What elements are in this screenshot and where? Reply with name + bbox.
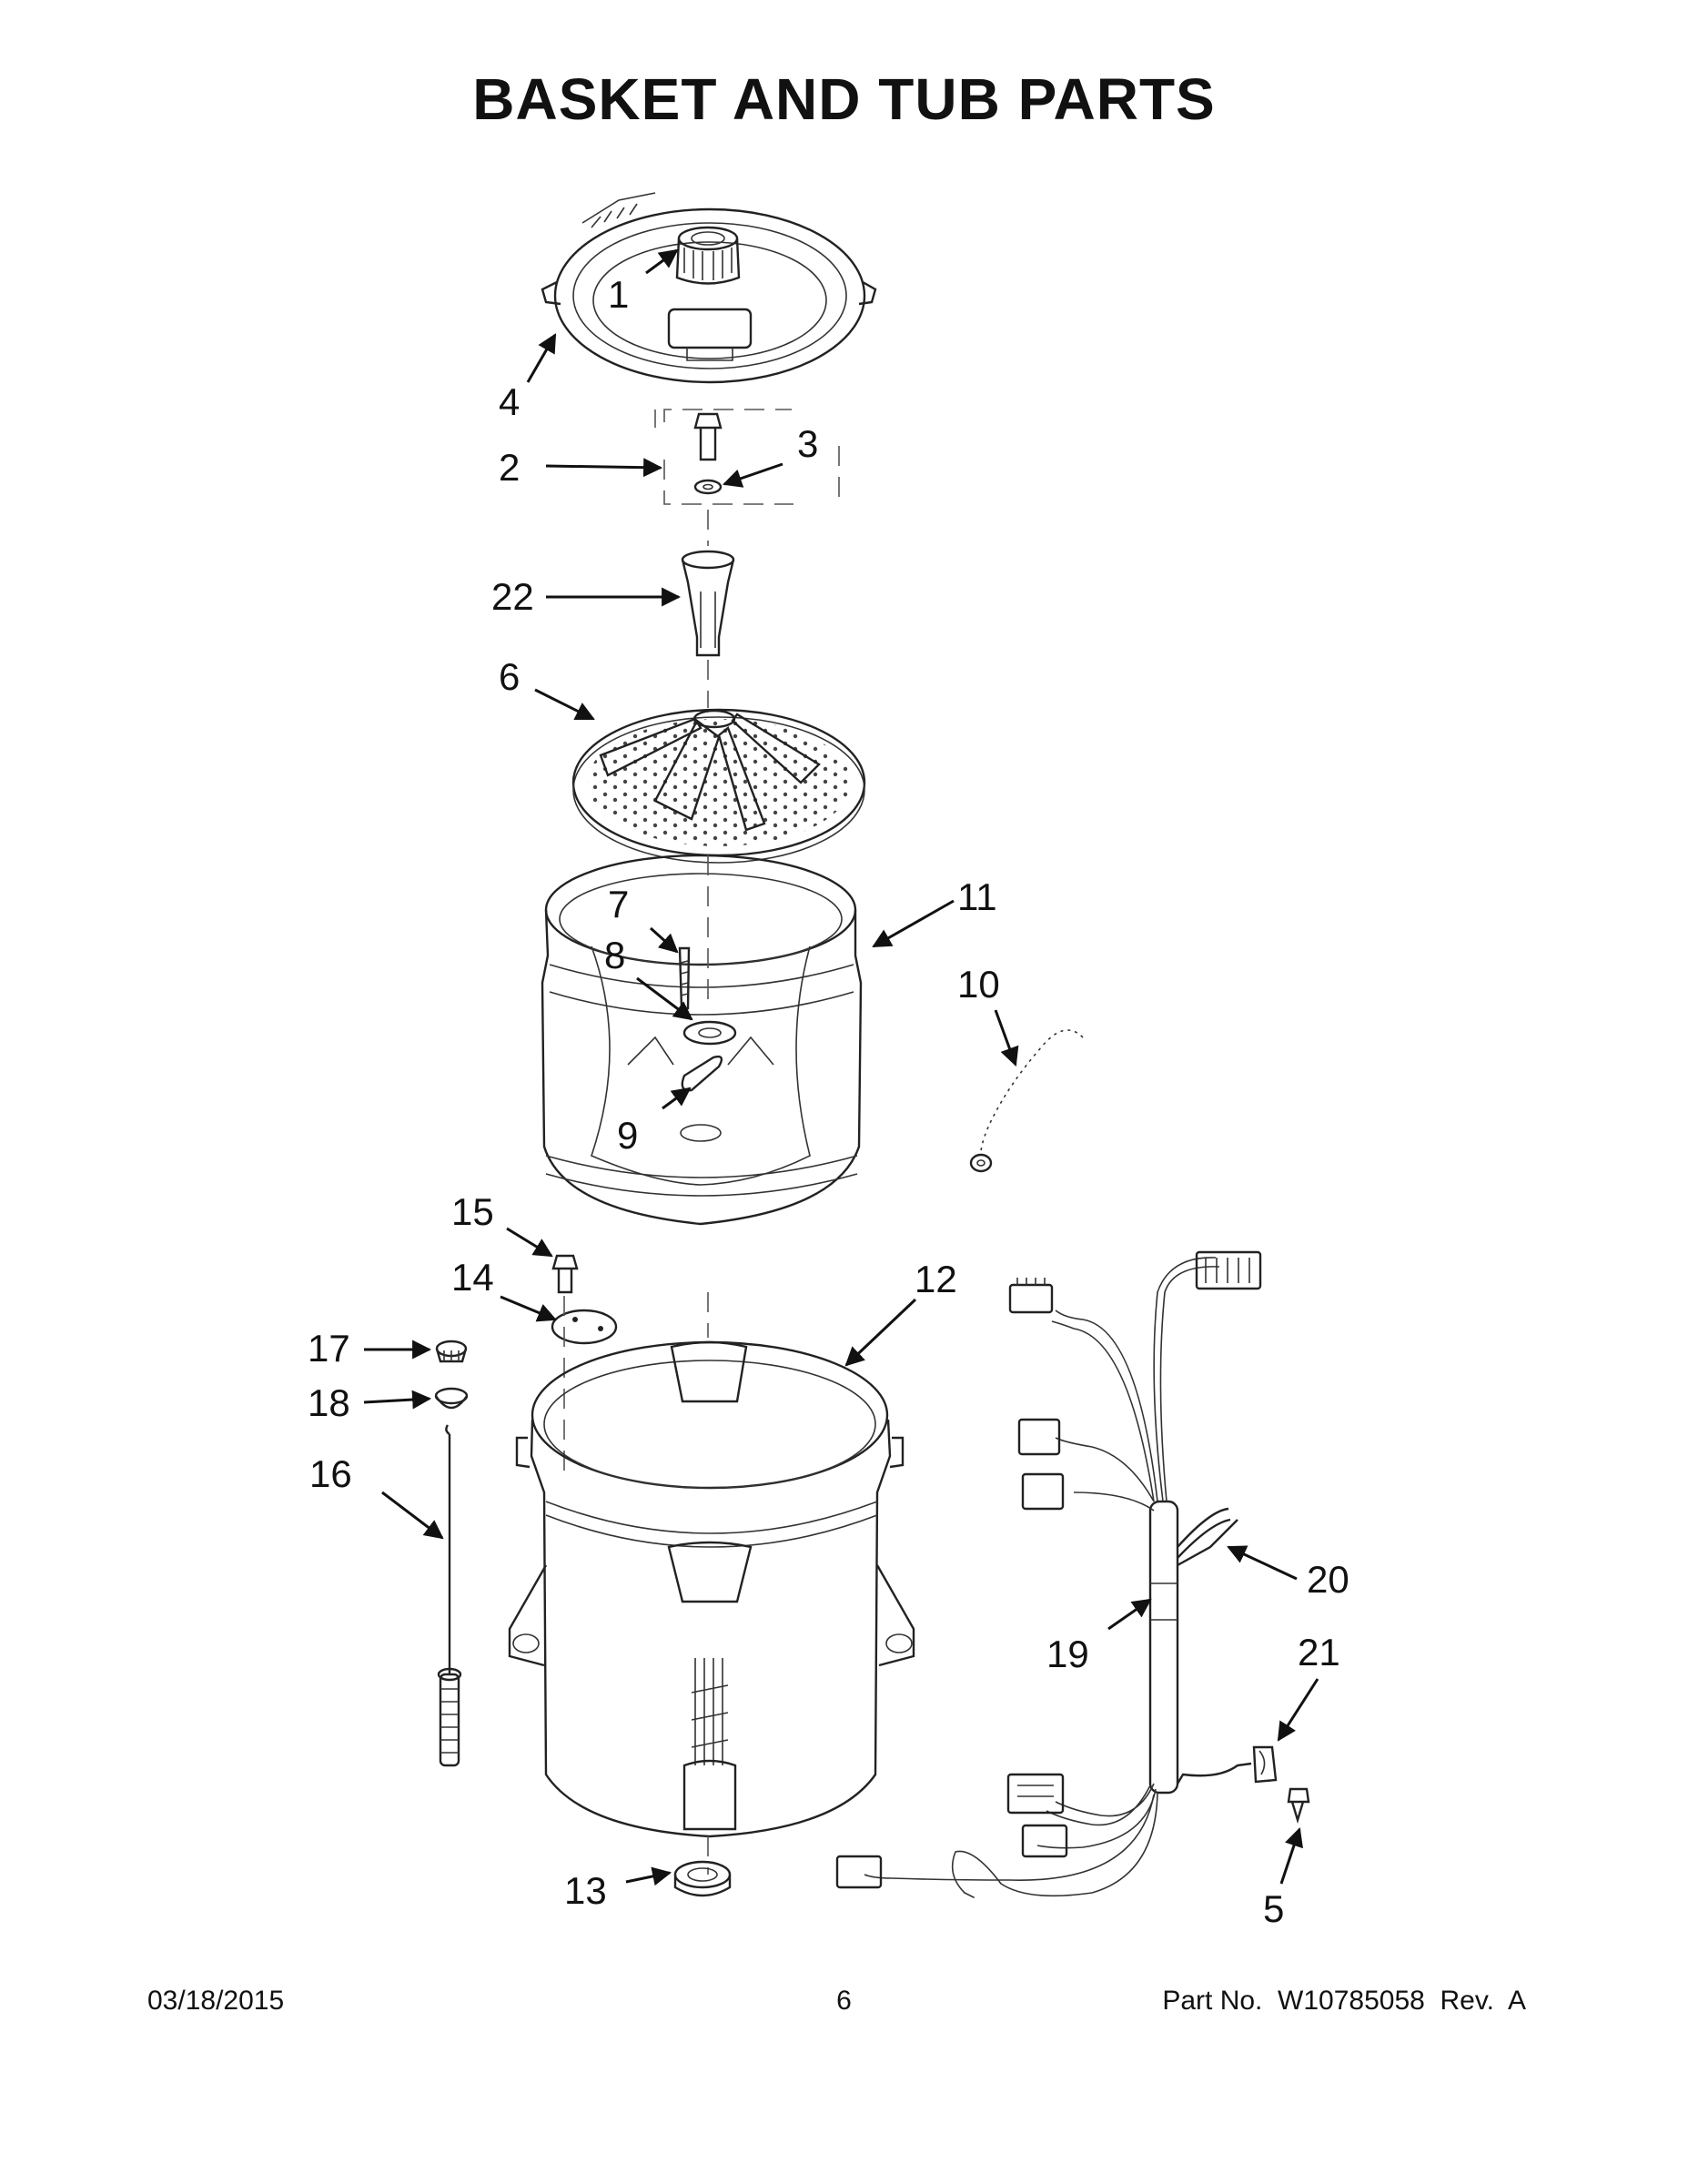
tub-bolt-part: [551, 1254, 579, 1294]
callout-18: 18: [308, 1381, 350, 1424]
damper-cap-part: [435, 1340, 468, 1363]
tub-seal-part: [673, 1860, 732, 1897]
suspension-rod-part: [437, 1424, 462, 1767]
basket-screw-part: [678, 946, 691, 1010]
cap-part: [675, 226, 741, 285]
balance-chain-part: [969, 1029, 1084, 1173]
callout-7: 7: [608, 883, 629, 925]
callout-10: 10: [957, 963, 1000, 1006]
callout-6: 6: [499, 655, 520, 698]
wire-harness-part: [835, 1250, 1262, 1898]
clamp-screw-part: [1287, 1787, 1310, 1825]
hub-washer-part: [682, 1020, 737, 1046]
callout-15: 15: [451, 1190, 494, 1233]
callout-16: 16: [309, 1452, 352, 1495]
callout-14: 14: [451, 1256, 494, 1299]
wire-clamp-part: [1252, 1745, 1278, 1784]
bolt-washer-group: [654, 409, 840, 546]
callout-3: 3: [797, 422, 818, 465]
spline-clip-part: [681, 1055, 723, 1092]
damper-ball-part: [434, 1387, 469, 1410]
callout-9: 9: [617, 1114, 638, 1157]
callout-1: 1: [608, 273, 629, 316]
basket-part: [541, 854, 863, 1226]
callout-20: 20: [1307, 1558, 1349, 1601]
page-title: BASKET AND TUB PARTS: [472, 66, 1216, 132]
tub-cover-ring-part: [541, 192, 877, 384]
callout-17: 17: [308, 1327, 350, 1370]
drive-bell-part: [681, 550, 735, 708]
footer-part-number: Part No. W10785058 Rev. A: [1162, 1986, 1526, 2016]
callout-22: 22: [491, 575, 534, 618]
callout-11: 11: [957, 875, 997, 918]
callout-4: 4: [499, 380, 520, 423]
callout-12: 12: [915, 1258, 957, 1300]
footer-page-number: 6: [836, 1986, 852, 2016]
callout-5: 5: [1263, 1887, 1284, 1930]
impeller-part: [571, 708, 866, 864]
callout-21: 21: [1298, 1631, 1340, 1673]
callout-2: 2: [499, 446, 520, 489]
callout-19: 19: [1046, 1633, 1089, 1675]
outer-tub-part: [508, 1292, 915, 1875]
footer-date: 03/18/2015: [147, 1986, 285, 2016]
hose-part: [1177, 1519, 1238, 1567]
callout-8: 8: [604, 934, 625, 976]
callout-13: 13: [564, 1869, 607, 1912]
mounting-plate-part: [551, 1309, 618, 1345]
